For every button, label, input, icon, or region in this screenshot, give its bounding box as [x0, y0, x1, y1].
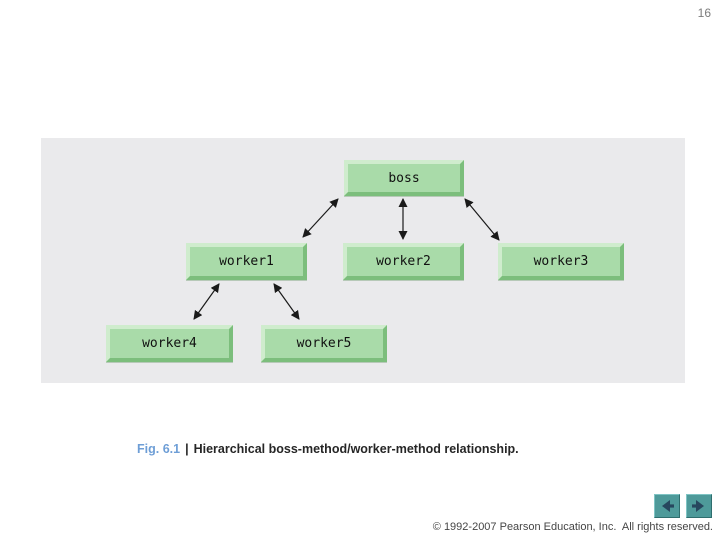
- edge-boss-worker1: [302, 198, 339, 238]
- diagram-node-worker2: worker2: [343, 243, 464, 280]
- diagram-node-boss: boss: [344, 160, 464, 196]
- back-icon: [662, 500, 674, 512]
- figure-label: Fig. 6.1: [137, 442, 181, 456]
- diagram-node-worker4: worker4: [106, 325, 233, 362]
- caption-text: Hierarchical boss-method/worker-method r…: [193, 442, 519, 456]
- copyright-text: © 1992-2007 Pearson Education, Inc. All …: [432, 521, 713, 533]
- edge-worker1-worker4: [193, 283, 220, 320]
- diagram-node-worker5: worker5: [261, 325, 387, 362]
- figure-panel: boss worker1 worker2 worker3 worker4 wor…: [41, 138, 685, 383]
- slide-navigation: [654, 494, 712, 518]
- edge-worker1-worker5: [273, 283, 300, 320]
- diagram-node-worker1: worker1: [186, 243, 307, 280]
- figure-caption: Fig. 6.1 | Hierarchical boss-method/worker…: [137, 442, 519, 456]
- edge-boss-worker3: [464, 198, 500, 241]
- previous-slide-button[interactable]: [654, 494, 680, 518]
- page-number: 16: [697, 6, 711, 20]
- next-slide-button[interactable]: [686, 494, 712, 518]
- forward-icon: [692, 500, 704, 512]
- diagram-node-worker3: worker3: [498, 243, 624, 280]
- relationship-arrows: [193, 198, 500, 320]
- caption-separator: |: [185, 442, 189, 456]
